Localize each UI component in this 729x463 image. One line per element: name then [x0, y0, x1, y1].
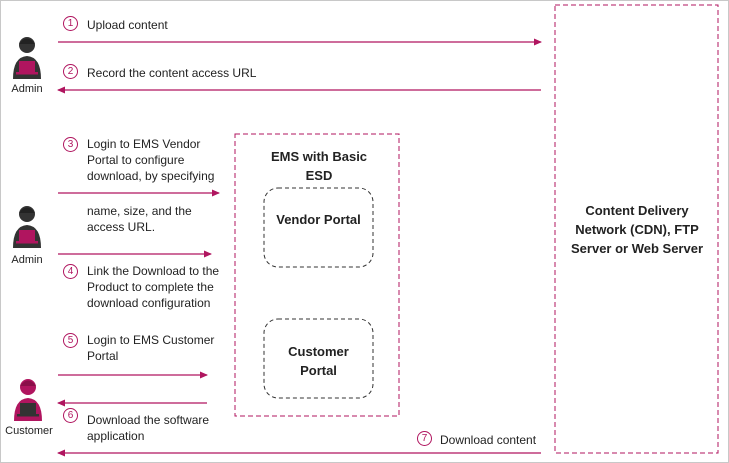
step-number-5: 5	[63, 333, 78, 348]
admin-person-icon	[13, 206, 41, 248]
step-5-text: Login to EMS Customer Portal	[87, 333, 215, 363]
step-number-1: 1	[63, 16, 78, 31]
ems-title: EMS with Basic ESD	[270, 149, 368, 183]
customer-label: Customer	[5, 425, 53, 437]
step-2-text: Record the content access URL	[87, 66, 257, 80]
step-3-text-continued: name, size, and the access URL.	[87, 204, 192, 234]
step-number-7: 7	[417, 431, 432, 446]
step-6-text: Download the software application	[87, 413, 210, 443]
vendor-portal-label: Vendor Portal	[276, 212, 361, 227]
server-box	[554, 4, 719, 454]
admin-person-icon	[13, 37, 41, 79]
customer-portal-label: Customer Portal	[288, 344, 349, 378]
step-number-4: 4	[63, 264, 78, 279]
admin-label-1: Admin	[11, 83, 43, 95]
step-7-text: Download content	[440, 433, 537, 447]
admin-label-2: Admin	[11, 254, 43, 266]
ems-box	[234, 133, 400, 417]
step-3-text: Login to EMS Vendor Portal to configure …	[87, 137, 215, 183]
server-label: Content Delivery Network (CDN), FTP Serv…	[571, 203, 703, 256]
step-number-6: 6	[63, 408, 78, 423]
step-number-3: 3	[63, 137, 78, 152]
step-1-text: Upload content	[87, 18, 168, 32]
step-number-2: 2	[63, 64, 78, 79]
customer-person-icon	[14, 379, 42, 421]
step-4-text: Link the Download to the Product to comp…	[87, 264, 220, 310]
customer-portal-box	[263, 318, 374, 399]
vendor-portal-box	[263, 187, 374, 268]
